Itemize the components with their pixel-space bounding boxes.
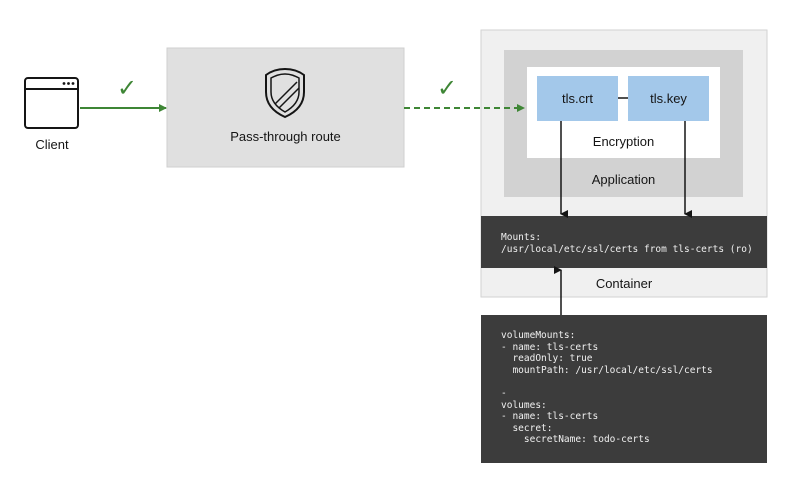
encryption-label: Encryption <box>592 134 655 149</box>
yaml-line: volumeMounts: <box>501 330 576 341</box>
yaml-line: - name: tls-certs <box>501 411 599 423</box>
mounts-line: /usr/local/etc/ssl/certs from tls-certs … <box>501 243 753 255</box>
container-label: Container <box>595 276 653 291</box>
checkmark-icon-route: ✓ <box>437 74 458 102</box>
checkmark-icon-client: ✓ <box>117 74 138 102</box>
mounts-line: Mounts: <box>501 232 542 243</box>
yaml-line: secret: <box>501 422 553 434</box>
mounts-band <box>481 216 767 268</box>
yaml-code: volumeMounts: - name: tls-certs readOnly… <box>501 330 713 446</box>
yaml-box <box>481 315 767 463</box>
tls-key-box <box>628 76 709 121</box>
tls-crt-label: tls.crt <box>561 91 594 106</box>
tls-key-label: tls.key <box>650 91 687 106</box>
tls-crt-box <box>537 76 618 121</box>
yaml-line: volumes: <box>501 399 547 411</box>
mounts-code: Mounts: /usr/local/etc/ssl/certs from tl… <box>501 232 753 255</box>
client-label: Client <box>35 137 69 152</box>
yaml-line: - <box>501 387 507 399</box>
application-label: Application <box>591 172 656 187</box>
yaml-line: mountPath: /usr/local/etc/ssl/certs <box>501 364 713 376</box>
yaml-line: readOnly: true <box>501 353 593 365</box>
shield-icon <box>265 67 305 119</box>
route-label: Pass-through route <box>230 129 341 144</box>
browser-icon <box>24 77 79 129</box>
yaml-line: secretName: todo-certs <box>501 434 650 446</box>
route-box <box>166 47 405 168</box>
yaml-line: - name: tls-certs <box>501 341 599 353</box>
